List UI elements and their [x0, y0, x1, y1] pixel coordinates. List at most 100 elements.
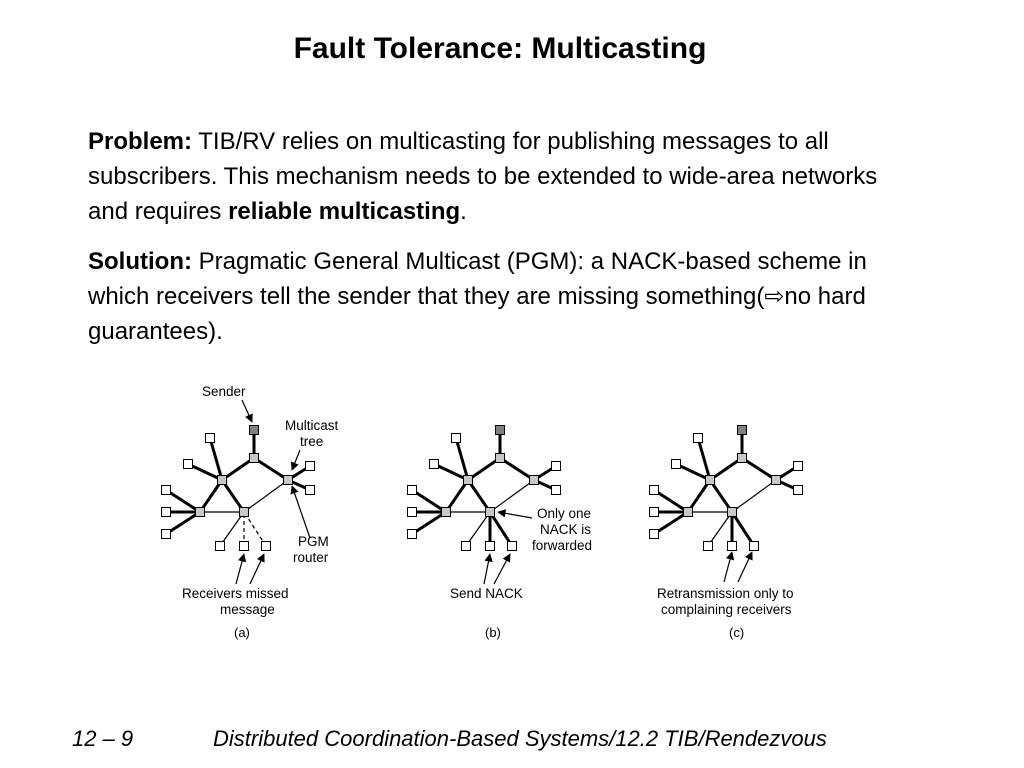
- receiver-node: [407, 507, 417, 517]
- multicast-tree-label: Multicast: [285, 418, 339, 433]
- nack-forward-label-2: NACK is: [540, 522, 591, 537]
- receiver-node: [305, 485, 315, 495]
- receiver-node: [205, 433, 215, 443]
- sender-node: [249, 425, 259, 435]
- network-link: [653, 488, 689, 514]
- retransmission-arrow: [723, 551, 735, 583]
- multicast-tree-label-2: tree: [300, 434, 323, 449]
- problem-text-after: .: [460, 198, 467, 225]
- network-link: [653, 510, 689, 536]
- network-link: [499, 456, 535, 482]
- problem-emphasis: reliable multicasting: [228, 198, 461, 225]
- router-node: [705, 475, 715, 485]
- receiver-node: [749, 541, 759, 551]
- retransmission-label-2: complaining receivers: [661, 602, 792, 617]
- router-node: [249, 453, 259, 463]
- router-node: [239, 507, 249, 517]
- router-node: [485, 507, 495, 517]
- router-node: [463, 475, 473, 485]
- router-node: [683, 507, 693, 517]
- caption-a: (a): [234, 625, 250, 640]
- receiver-node: [649, 507, 659, 517]
- router-node: [283, 475, 293, 485]
- network-link: [444, 479, 470, 513]
- caption-b: (b): [485, 625, 501, 640]
- panel-c: [649, 425, 803, 583]
- network-link: [696, 437, 712, 481]
- pgm-multicast-diagram: Sender Multicast tree PGM router Receive…: [161, 384, 803, 640]
- receiver-node: [551, 485, 561, 495]
- network-link: [243, 511, 267, 547]
- network-link: [730, 511, 756, 547]
- network-link: [709, 456, 743, 482]
- missed-pointer-arrow: [249, 553, 265, 585]
- router-node: [737, 453, 747, 463]
- network-link: [198, 479, 224, 513]
- receiver-node: [727, 541, 737, 551]
- solution-paragraph: Solution: Pragmatic General Multicast (P…: [88, 244, 918, 349]
- receiver-node: [551, 461, 561, 471]
- caption-c: (c): [729, 625, 744, 640]
- router-node: [771, 475, 781, 485]
- slide-title: Fault Tolerance: Multicasting: [293, 32, 707, 65]
- receiver-node: [239, 541, 249, 551]
- receiver-node: [407, 529, 417, 539]
- implies-arrow-icon: ⇨: [764, 283, 785, 310]
- problem-paragraph: Problem: TIB/RV relies on multicasting f…: [88, 124, 918, 229]
- receiver-node: [451, 433, 461, 443]
- sender-label: Sender: [202, 384, 246, 399]
- network-link: [411, 488, 447, 514]
- network-link: [433, 462, 469, 482]
- nack-forward-arrow: [497, 509, 533, 519]
- network-link: [741, 456, 777, 482]
- network-link: [489, 479, 535, 513]
- sender-pointer-arrow: [241, 399, 253, 423]
- nack-forward-label: Only one: [537, 506, 591, 521]
- network-link: [219, 511, 245, 547]
- nack-forward-label-3: forwarded: [532, 538, 592, 553]
- receiver-node: [183, 459, 193, 469]
- receiver-node: [261, 541, 271, 551]
- network-link: [243, 479, 289, 513]
- router-node: [529, 475, 539, 485]
- receiver-node: [161, 507, 171, 517]
- sender-node: [737, 425, 747, 435]
- network-link: [707, 511, 733, 547]
- network-link: [467, 456, 501, 482]
- receiver-node: [671, 459, 681, 469]
- solution-text-before: Pragmatic General Multicast (PGM): a NAC…: [88, 248, 867, 310]
- network-link: [221, 456, 255, 482]
- router-node: [217, 475, 227, 485]
- router-pointer-arrow: [290, 485, 311, 539]
- receiver-node: [703, 541, 713, 551]
- network-link: [466, 479, 492, 513]
- receivers-missed-label: Receivers missed: [182, 586, 289, 601]
- pgm-router-label: PGM: [298, 534, 329, 549]
- slide-number: 12 – 9: [72, 726, 134, 751]
- receiver-node: [429, 459, 439, 469]
- footer-course: Distributed Coordination-Based Systems/1…: [213, 726, 827, 751]
- pgm-router-label-2: router: [293, 550, 329, 565]
- router-node: [727, 507, 737, 517]
- receiver-node: [793, 461, 803, 471]
- network-link: [187, 462, 223, 482]
- network-link: [454, 437, 470, 481]
- problem-text-before: TIB/RV relies on multicasting for publis…: [88, 128, 878, 225]
- network-link: [686, 479, 712, 513]
- receiver-node: [485, 541, 495, 551]
- receiver-node: [461, 541, 471, 551]
- tree-pointer-arrow: [290, 449, 301, 471]
- sender-node: [495, 425, 505, 435]
- solution-text-after: no hard guarantees).: [88, 283, 866, 345]
- panel-b: [407, 425, 561, 585]
- problem-label: Problem:: [88, 128, 193, 155]
- network-link: [165, 488, 201, 514]
- receiver-node: [161, 529, 171, 539]
- panel-a: [161, 399, 315, 585]
- send-nack-label: Send NACK: [450, 586, 523, 601]
- network-link: [165, 510, 201, 536]
- network-link: [488, 511, 514, 547]
- network-link: [708, 479, 734, 513]
- network-link: [253, 456, 289, 482]
- receiver-node: [161, 485, 171, 495]
